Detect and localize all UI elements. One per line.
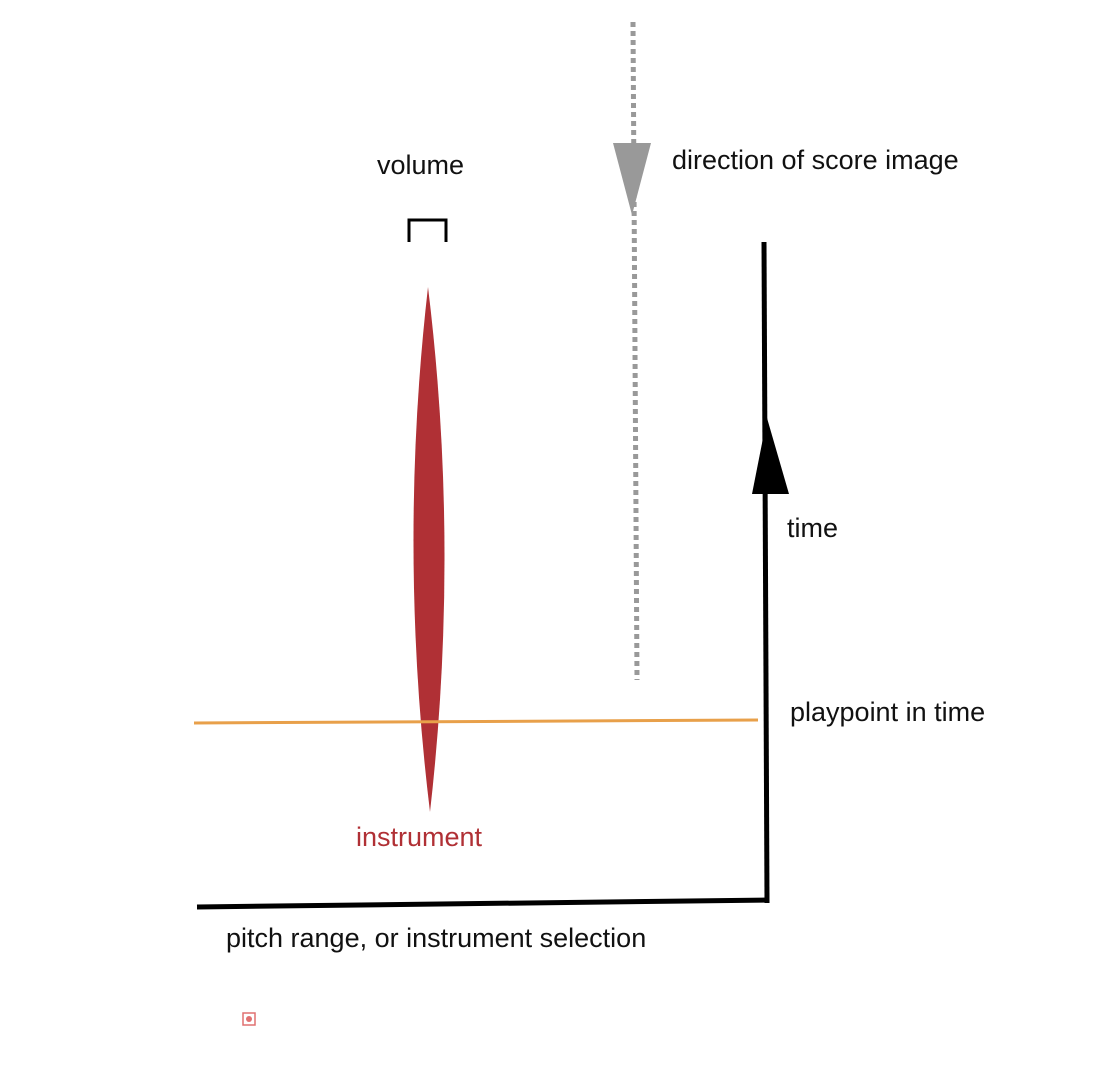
playpoint-label: playpoint in time [790,697,985,727]
volume-label: volume [377,150,464,180]
target-icon [242,1012,256,1026]
arrow-down-icon [613,143,651,215]
time-axis [761,241,770,904]
direction-label: direction of score image [672,145,959,175]
playpoint-line [193,718,759,725]
bracket-icon [407,218,448,242]
instrument-label: instrument [356,822,483,852]
arrow-up-icon [752,418,789,494]
pitch-label: pitch range, or instrument selection [226,923,646,953]
instrument-shape [413,287,445,812]
pitch-axis [196,897,770,910]
time-label: time [787,513,838,543]
direction-dotted-line [630,21,640,681]
